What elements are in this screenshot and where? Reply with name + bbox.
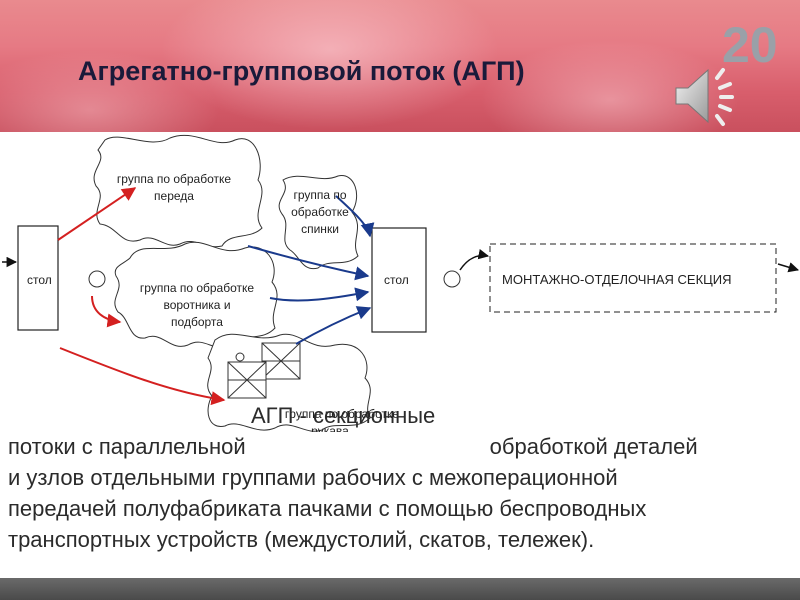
group-front-label: группа по обработке — [117, 172, 231, 186]
slide-header — [0, 0, 800, 132]
blue-arrow-front — [247, 245, 370, 281]
svg-text:спинки: спинки — [301, 222, 339, 236]
svg-text:воротника и: воротника и — [163, 298, 230, 312]
svg-text:группа по обработке: группа по обработке — [117, 172, 231, 186]
flow-diagram: стол стол группа по обработке переда гру… — [2, 134, 800, 432]
svg-text:рукава: рукава — [311, 424, 349, 432]
group-collar-label: группа по обработке — [140, 281, 254, 295]
slide-title: Агрегатно-групповой поток (АГП) — [78, 56, 525, 86]
finishing-section — [489, 243, 777, 313]
table-left-label: стол — [27, 273, 52, 287]
red-arrow-front — [57, 187, 137, 241]
blue-arrow-back — [335, 195, 375, 238]
text-line-2: потоки с параллельной обработкой деталей — [8, 431, 798, 462]
text-line-3: и узлов отдельными группами рабочих с ме… — [8, 465, 618, 490]
text-line-1: АГП - секционные — [251, 403, 436, 428]
group-back-label: группа по — [293, 188, 346, 202]
blue-arrow-collar — [269, 287, 370, 302]
table-left — [17, 225, 59, 331]
cart-icon — [227, 342, 301, 399]
text-line-2b: обработкой деталей — [489, 434, 698, 459]
blue-arrow-sleeve — [295, 306, 372, 345]
slide-footer-bar — [0, 578, 800, 600]
svg-text:группа по: группа по — [293, 188, 346, 202]
red-arrow-sleeve — [59, 347, 226, 406]
table-right-label: стол — [384, 273, 409, 287]
text-line-2a: потоки с параллельной — [8, 434, 246, 459]
red-arrow-collar — [91, 295, 122, 328]
section-label: МОНТАЖНО-ОТДЕЛОЧНАЯ СЕКЦИЯ — [502, 272, 732, 287]
group-front-blob — [93, 134, 263, 248]
table-right — [371, 227, 427, 333]
speaker-icon[interactable] — [670, 64, 742, 130]
text-line-4: передачей полуфабриката пачками с помощь… — [8, 496, 647, 521]
svg-text:подборта: подборта — [171, 315, 223, 329]
group-collar-blob — [114, 241, 278, 349]
group-sleeve-blob — [207, 333, 371, 432]
group-sleeve-label: рукава — [311, 424, 349, 432]
group-back-label: обработке — [291, 205, 349, 219]
arrow-to-section — [459, 249, 490, 271]
group-sleeve-label: группа по обработке — [285, 407, 399, 421]
transfer-point-right — [443, 270, 461, 288]
group-collar-label: подборта — [171, 315, 223, 329]
svg-text:группа по обработке: группа по обработке — [285, 407, 399, 421]
group-back-label: спинки — [301, 222, 339, 236]
transfer-point-left — [88, 270, 106, 288]
group-collar-label: воротника и — [163, 298, 230, 312]
definition-text: АГП - секционные потоки с параллельной об… — [8, 400, 798, 555]
svg-text:переда: переда — [154, 189, 194, 203]
svg-text:группа по обработке: группа по обработке — [140, 281, 254, 295]
slide-number: 20 — [722, 17, 778, 73]
output-arrow — [777, 262, 800, 273]
text-line-5: транспортных устройств (междустолий, ска… — [8, 527, 595, 552]
group-front-label: переда — [154, 189, 194, 203]
svg-text:обработке: обработке — [291, 205, 349, 219]
